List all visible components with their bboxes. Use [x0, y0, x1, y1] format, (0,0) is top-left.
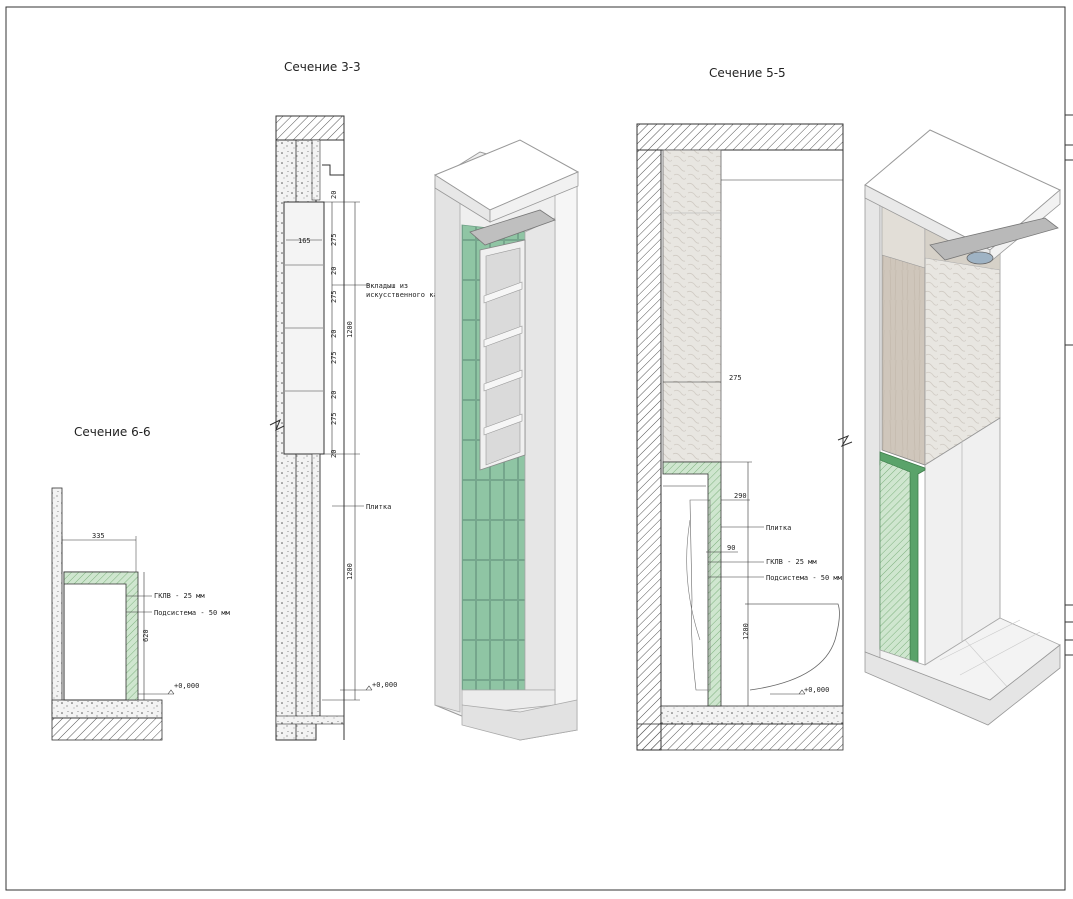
s6-dim-width: 335 [92, 532, 105, 540]
isometric-wc-view [864, 129, 1061, 726]
s6-callout-gklv: ГКЛВ - 25 мм [154, 592, 205, 600]
section-5-title: Сечение 5-5 [709, 66, 786, 80]
s3-dim-total-upper: 1200 [346, 321, 354, 338]
section-3-title: Сечение 3-3 [284, 60, 361, 74]
s5-dim-inner: 90 [727, 544, 735, 552]
section-6-drawing [51, 487, 175, 741]
s3-dim-5: 20 [330, 330, 338, 338]
s3-dim-total-lower: 1200 [346, 563, 354, 580]
s5-callout-gklv: ГКЛВ - 25 мм [766, 558, 817, 566]
s3-dim-depth: 165 [298, 237, 311, 245]
section-5-drawing [636, 123, 853, 751]
s5-callout-frame: Подсистема - 50 мм [766, 574, 843, 582]
s5-dim-height: 1200 [742, 623, 750, 640]
isometric-niche-view [433, 139, 580, 741]
s3-dim-4: 275 [330, 290, 338, 303]
s3-dim-6: 275 [330, 351, 338, 364]
s3-dim-7: 20 [330, 391, 338, 399]
s3-dim-2: 275 [330, 233, 338, 246]
s6-level: +0,000 [174, 682, 199, 690]
s5-callout-tile: Плитка [766, 524, 791, 532]
s3-dim-1: 20 [330, 191, 338, 199]
s3-callout-stone-2: искусственного камня [366, 291, 450, 299]
section-3-drawing [269, 115, 373, 741]
s5-dim-stone: 275 [729, 374, 742, 382]
s3-level: +0,000 [372, 681, 397, 689]
s3-callout-tile: Плитка [366, 503, 391, 511]
s3-dim-3: 20 [330, 267, 338, 275]
s6-dim-height: 620 [142, 629, 150, 642]
s3-dim-9: 20 [330, 450, 338, 458]
section-6-title: Сечение 6-6 [74, 425, 151, 439]
s5-level: +0,000 [804, 686, 829, 694]
sheet-frame [5, 6, 1073, 891]
s5-dim-depth: 290 [734, 492, 747, 500]
s6-callout-frame: Подсистема - 50 мм [154, 609, 231, 617]
s3-dim-8: 275 [330, 412, 338, 425]
s3-callout-stone-1: Вкладыш из [366, 282, 408, 290]
